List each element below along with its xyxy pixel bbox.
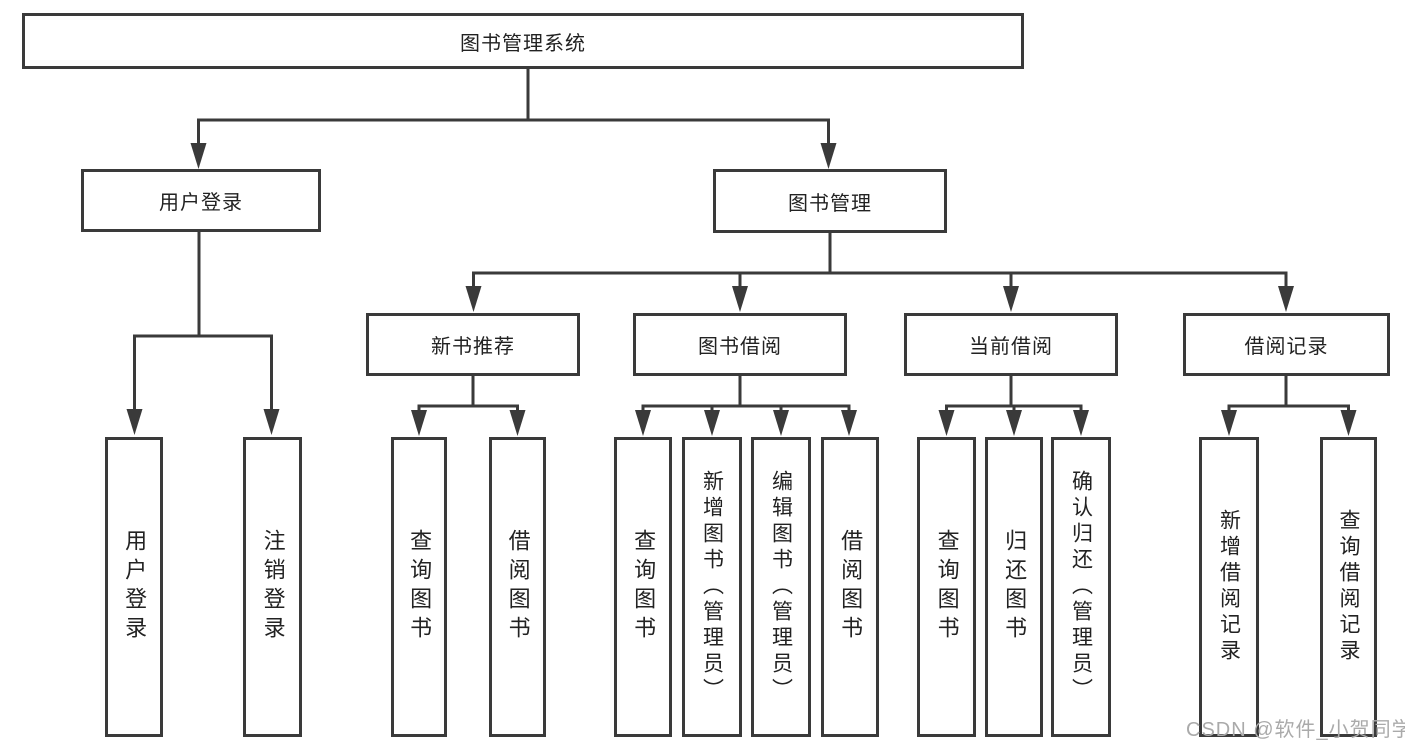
group-box-new-book-recommend: 新书推荐 bbox=[366, 313, 580, 376]
leaf-box-return-books: 归还图书 bbox=[985, 437, 1043, 737]
group-box-book-borrowing: 图书借阅 bbox=[633, 313, 847, 376]
leaf-box-borrow-books-1-label: 借阅图书 bbox=[505, 529, 531, 645]
arrowhead-g3c1 bbox=[1340, 410, 1357, 436]
connector-g0-bracket bbox=[417, 404, 519, 412]
arrowhead-borrowing bbox=[732, 286, 748, 312]
branch-box-book-management-label: 图书管理 bbox=[788, 192, 872, 215]
leaf-box-query-books-3: 查询图书 bbox=[917, 437, 976, 737]
arrowhead-g1c3 bbox=[841, 410, 857, 436]
leaf-box-confirm-return-admin-label: 确认归还（管理员） bbox=[1069, 470, 1093, 704]
branch-box-book-management: 图书管理 bbox=[713, 169, 947, 233]
leaf-box-query-borrow-record-label: 查询借阅记录 bbox=[1337, 509, 1361, 665]
connector-level3-bracket bbox=[472, 271, 1288, 287]
leaf-box-add-books-admin: 新增图书（管理员） bbox=[682, 437, 742, 737]
arrowhead-g2c2 bbox=[1073, 410, 1089, 436]
leaf-box-return-books-label: 归还图书 bbox=[1002, 529, 1028, 645]
leaf-box-confirm-return-admin: 确认归还（管理员） bbox=[1051, 437, 1111, 737]
leaf-box-add-borrow-record-label: 新增借阅记录 bbox=[1217, 509, 1241, 665]
root-box-label: 图书管理系统 bbox=[460, 32, 586, 55]
leaf-box-query-books-2: 查询图书 bbox=[614, 437, 672, 737]
arrowhead-current bbox=[1003, 286, 1019, 312]
leaf-box-borrow-books-2-label: 借阅图书 bbox=[838, 529, 864, 645]
group-box-borrowing-records: 借阅记录 bbox=[1183, 313, 1390, 376]
leaf-box-user-login-label: 用户登录 bbox=[122, 529, 148, 645]
arrowhead-g2c1 bbox=[1006, 410, 1022, 436]
leaf-box-query-books-1: 查询图书 bbox=[391, 437, 447, 737]
group-box-book-borrowing-label: 图书借阅 bbox=[698, 336, 782, 358]
arrowhead-records bbox=[1278, 286, 1294, 312]
leaf-box-borrow-books-1: 借阅图书 bbox=[489, 437, 546, 737]
group-box-new-book-recommend-label: 新书推荐 bbox=[431, 336, 515, 358]
leaf-box-query-borrow-record: 查询借阅记录 bbox=[1320, 437, 1377, 737]
leaf-box-query-books-1-label: 查询图书 bbox=[407, 529, 433, 645]
leaf-box-logout-label: 注销登录 bbox=[260, 529, 286, 645]
arrowhead-g1c0 bbox=[635, 410, 651, 436]
arrowhead-logout bbox=[263, 409, 280, 435]
group-box-current-borrowing-label: 当前借阅 bbox=[969, 336, 1053, 358]
connector-user-login-bracket bbox=[133, 334, 273, 411]
arrowhead-g2c0 bbox=[938, 410, 955, 436]
connector-g3-bracket bbox=[1227, 404, 1350, 412]
arrowhead-g3c0 bbox=[1221, 410, 1237, 436]
leaf-box-query-books-2-label: 查询图书 bbox=[631, 529, 657, 645]
arrowhead-g1c1 bbox=[704, 410, 720, 436]
leaf-box-add-books-admin-label: 新增图书（管理员） bbox=[700, 470, 724, 704]
arrowhead-new-books bbox=[465, 286, 482, 312]
leaf-box-borrow-books-2: 借阅图书 bbox=[821, 437, 879, 737]
arrowhead-book-mgmt bbox=[820, 143, 837, 169]
leaf-box-add-borrow-record: 新增借阅记录 bbox=[1199, 437, 1259, 737]
group-box-borrowing-records-label: 借阅记录 bbox=[1244, 336, 1329, 358]
leaf-box-query-books-3-label: 查询图书 bbox=[934, 529, 960, 645]
arrowhead-g1c2 bbox=[773, 410, 789, 436]
leaf-box-user-login: 用户登录 bbox=[105, 437, 163, 737]
connector-level2-bracket bbox=[197, 118, 830, 146]
arrowhead-g0c0 bbox=[411, 410, 427, 436]
branch-box-user-login-label: 用户登录 bbox=[159, 192, 243, 214]
leaf-box-logout: 注销登录 bbox=[243, 437, 302, 737]
leaf-box-edit-books-admin-label: 编辑图书（管理员） bbox=[769, 470, 793, 704]
leaf-box-edit-books-admin: 编辑图书（管理员） bbox=[751, 437, 811, 737]
connector-g1-bracket bbox=[641, 404, 851, 412]
arrowhead-g0c1 bbox=[509, 410, 526, 436]
root-box-library-system: 图书管理系统 bbox=[22, 13, 1024, 69]
arrowhead-login bbox=[126, 409, 143, 435]
arrowhead-user-login bbox=[190, 143, 207, 169]
branch-box-user-login: 用户登录 bbox=[81, 169, 321, 232]
group-box-current-borrowing: 当前借阅 bbox=[904, 313, 1118, 376]
